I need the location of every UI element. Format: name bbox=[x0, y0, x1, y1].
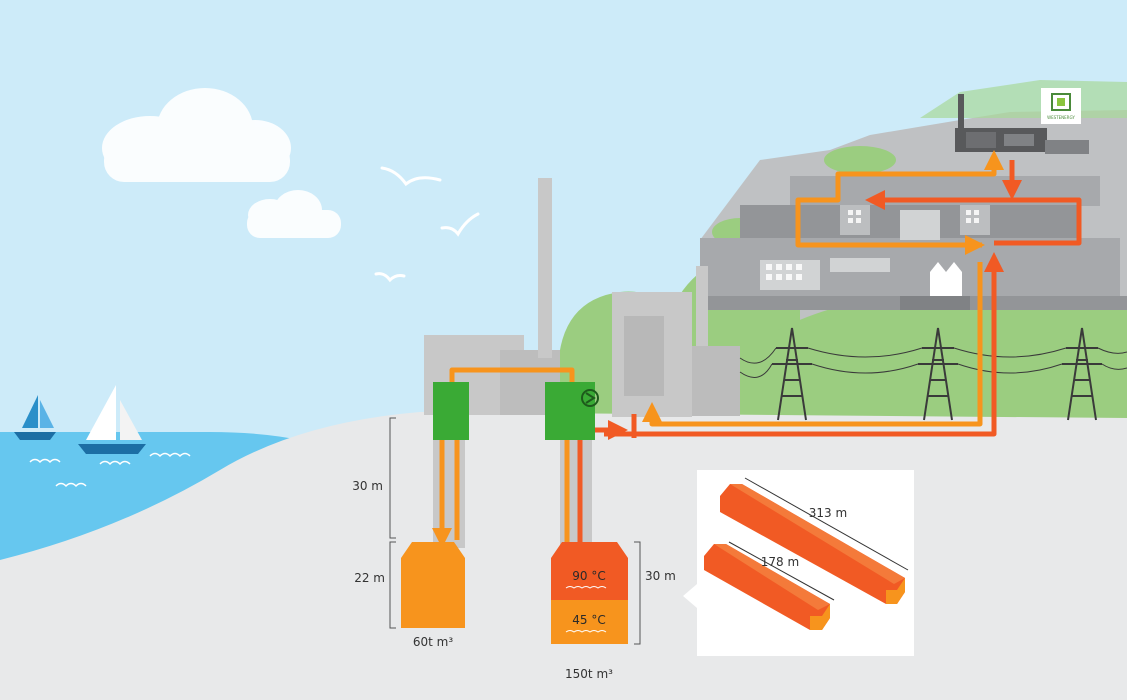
power-plant bbox=[424, 178, 740, 417]
hot-temp-label: 90 °C bbox=[572, 569, 605, 583]
bird-icon bbox=[374, 272, 406, 283]
right-tank-height-label: 30 m bbox=[645, 569, 676, 583]
windows bbox=[766, 210, 979, 290]
tank-right bbox=[551, 542, 628, 644]
cold-temp-label: 45 °C bbox=[572, 613, 605, 627]
shaft-left bbox=[433, 440, 465, 548]
tunnel-short-label: 178 m bbox=[761, 555, 799, 569]
pylon-icon bbox=[918, 327, 958, 421]
cloud-small bbox=[247, 190, 341, 238]
birds bbox=[374, 166, 480, 283]
tank-left bbox=[401, 542, 465, 628]
pylon-icon bbox=[1062, 327, 1102, 421]
cloud-large bbox=[102, 88, 291, 182]
waves bbox=[29, 452, 191, 488]
logo-text: WESTENERGY bbox=[1047, 115, 1075, 120]
right-tank-volume-label: 150t m³ bbox=[565, 667, 613, 681]
sailboat-icon bbox=[14, 395, 56, 440]
left-tank-volume-label: 60t m³ bbox=[413, 635, 453, 649]
tunnel-inset bbox=[683, 470, 914, 656]
power-pylons bbox=[739, 327, 1127, 421]
heat-exchanger-icon bbox=[581, 389, 599, 407]
left-tank-height-label: 22 m bbox=[354, 571, 385, 585]
bird-icon bbox=[440, 212, 480, 237]
shaft-depth-label: 30 m bbox=[352, 479, 383, 493]
energy-plant bbox=[955, 94, 1089, 154]
pump-station-left bbox=[433, 382, 469, 440]
dimension-lines bbox=[389, 417, 641, 645]
westenergy-logo: WESTENERGY bbox=[1041, 88, 1081, 124]
bird-icon bbox=[380, 166, 442, 187]
pylon-icon bbox=[772, 327, 812, 421]
sailboat-icon bbox=[78, 385, 146, 454]
tunnel-long-label: 313 m bbox=[809, 506, 847, 520]
